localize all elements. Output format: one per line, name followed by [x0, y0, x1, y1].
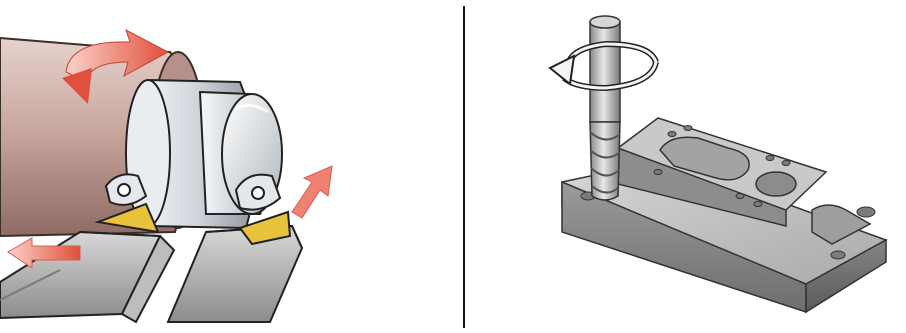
tool-holder-left: [0, 230, 176, 324]
spindle-rotation-arrow-icon: [548, 40, 659, 92]
turning-illustration: [0, 28, 333, 324]
feed-arrow-up-icon: [291, 165, 333, 219]
milling-illustration: [466, 0, 906, 333]
bolt-holes: [580, 125, 876, 260]
raised-boss: [617, 117, 828, 227]
end-mill-tool: [589, 15, 621, 201]
lathe-turning-icon: [0, 28, 333, 324]
cnc-milling-icon: [548, 15, 888, 314]
clamp-right: [234, 173, 282, 211]
clamp-left: [104, 173, 148, 206]
rotation-arrow-icon: [62, 28, 170, 104]
edge-pocket: [811, 204, 872, 245]
panel-divider: [463, 6, 465, 328]
tool-holder-right: [166, 224, 304, 323]
insert-right: [238, 210, 292, 246]
insert-left: [94, 202, 160, 234]
feed-arrow-left-icon: [7, 237, 81, 269]
